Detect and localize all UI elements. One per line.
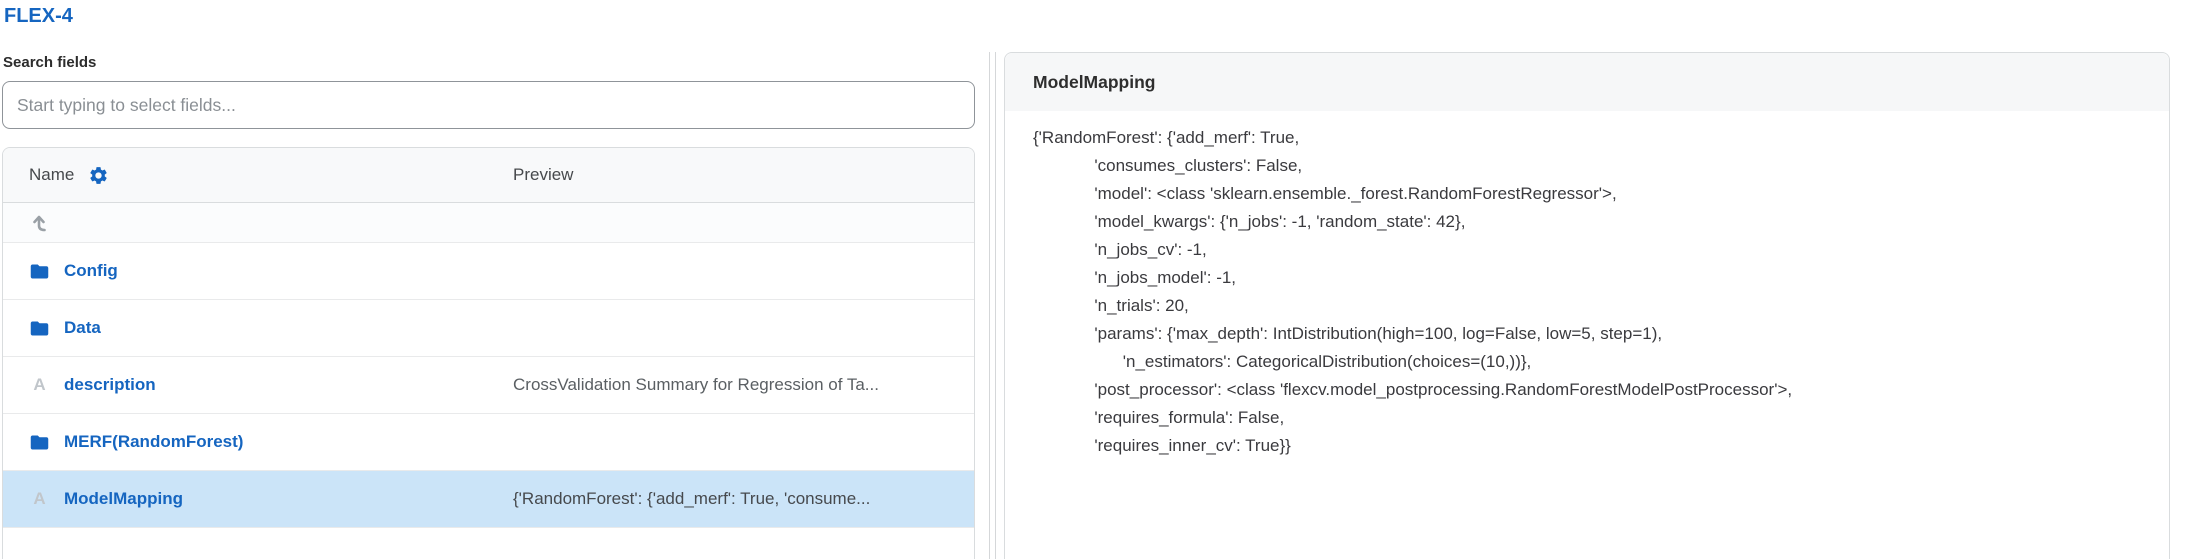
column-header-name: Name (29, 165, 75, 184)
column-settings-button[interactable] (88, 165, 109, 186)
field-preview: CrossValidation Summary for Regression o… (513, 375, 879, 394)
field-row-config[interactable]: Config (3, 243, 974, 300)
field-preview: {'RandomForest': {'add_merf': True, 'con… (513, 489, 871, 508)
search-fields-input[interactable] (2, 81, 975, 129)
field-detail-panel: ModelMapping {'RandomForest': {'add_merf… (1004, 52, 2170, 559)
fields-table: Name Preview (2, 147, 975, 559)
field-row-merf-randomforest[interactable]: MERF(RandomForest) (3, 414, 974, 471)
field-name: MERF(RandomForest) (64, 432, 244, 451)
fields-explorer: Search fields Name Preview (2, 53, 975, 559)
column-header-preview: Preview (513, 165, 574, 184)
panel-resizer[interactable] (989, 52, 996, 559)
field-name: Data (64, 318, 101, 337)
gear-icon (88, 165, 109, 186)
folder-icon (29, 432, 50, 453)
string-field-icon: A (33, 375, 46, 394)
field-row-description[interactable]: A description CrossValidation Summary fo… (3, 357, 974, 414)
search-fields-label: Search fields (3, 54, 97, 71)
field-value-text: {'RandomForest': {'add_merf': True, 'con… (1033, 128, 1793, 455)
folder-icon (29, 261, 50, 282)
parent-directory-row[interactable] (3, 203, 974, 243)
field-row-data[interactable]: Data (3, 300, 974, 357)
detail-panel-content: {'RandomForest': {'add_merf': True, 'con… (1005, 111, 2169, 473)
field-name: Config (64, 261, 118, 280)
field-name: description (64, 375, 156, 394)
string-field-icon: A (33, 489, 46, 508)
folder-icon (29, 318, 50, 339)
fields-table-header: Name Preview (3, 148, 974, 203)
field-name: ModelMapping (64, 489, 183, 508)
run-id-link[interactable]: FLEX-4 (4, 5, 73, 27)
parent-directory-icon (29, 212, 50, 233)
detail-panel-title: ModelMapping (1005, 53, 2169, 111)
field-row-modelmapping[interactable]: A ModelMapping {'RandomForest': {'add_me… (3, 471, 974, 528)
